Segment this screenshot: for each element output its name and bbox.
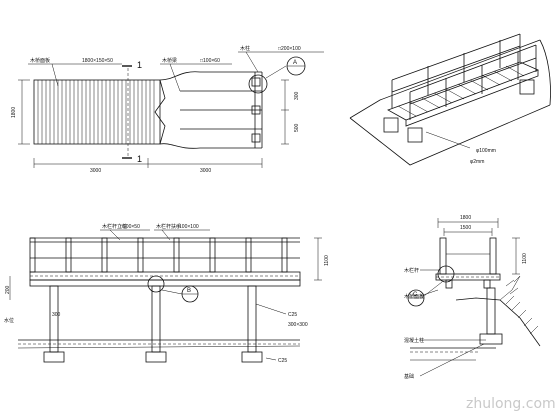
section-dim-inner: 1500 (460, 225, 471, 231)
iso-bank-top (349, 39, 541, 119)
elev-label-post-size: □100×50 (120, 224, 140, 230)
section-right-post (489, 237, 497, 275)
section-hatch (505, 275, 539, 335)
elev-dim-height: 1100 (324, 255, 330, 266)
elev-label-pier: C25 (288, 312, 297, 318)
elev-label-pier-size: 300×300 (288, 322, 308, 328)
iso-bank-bottom (349, 104, 551, 166)
isometric-view: φ100mm φ2mm (349, 33, 551, 166)
section-mark-bottom: 1 (137, 154, 142, 164)
section-bank-slope (455, 297, 541, 347)
elev-main-beam (29, 279, 301, 287)
section-mark-top: 1 (137, 60, 142, 70)
detail-callout-b-label: B (187, 288, 191, 294)
watermark-text: zhulong.com (466, 396, 556, 412)
section-pier (486, 287, 496, 335)
elev-label-water: 水位 (4, 317, 14, 324)
section-cut-1-1 (122, 65, 132, 159)
iso-back-railing (391, 33, 521, 108)
plan-dim-span-1: 3000 (90, 168, 101, 174)
plan-label-column: 木柱 (240, 45, 250, 52)
elev-label-footing: C25 (278, 358, 287, 364)
iso-note-2: φ2mm (470, 159, 484, 165)
plan-break-line (154, 79, 166, 145)
section-left-post (439, 237, 447, 275)
plan-dim-span-2: 3000 (200, 168, 211, 174)
elev-detail-circle (147, 275, 165, 293)
section-label-3: 混凝土柱 (404, 337, 424, 344)
elev-dim-pier: 300 (52, 312, 61, 318)
detail-callout-a-label: A (293, 60, 297, 66)
plan-label-bridge-beam: 木桥梁 (162, 57, 177, 64)
section-label-1: 木栏杆 (404, 267, 419, 274)
plan-label-bridge-beam-size: □100×60 (200, 58, 220, 64)
section-view: 1800 1500 (404, 215, 541, 380)
section-dim-total: 1800 (460, 215, 471, 221)
section-detail-circle (437, 265, 455, 283)
elevation-view: B 木栏杆立柱 □100×50 木栏杆扶手 □100×100 C25 300×3… (4, 223, 330, 364)
plan-dimensions: 1800 3000 3000 300 500 (11, 79, 300, 174)
section-label-4: 基础 (404, 373, 414, 380)
plan-dim-rail-2: 500 (294, 123, 300, 132)
plan-label-deck-board-size: 1800×150×50 (82, 58, 113, 64)
plan-deck-outline (33, 79, 161, 145)
iso-deck-planks (397, 65, 525, 117)
section-dim-height: 1100 (522, 253, 528, 264)
plan-planks (37, 80, 155, 144)
plan-label-deck-board: 木桥面板 (30, 57, 50, 64)
plan-label-column-size: □200×100 (278, 46, 301, 52)
iso-note-1: φ100mm (476, 148, 496, 154)
section-footing (479, 333, 503, 345)
iso-front-railing (409, 44, 537, 120)
elev-piers (49, 285, 257, 353)
elev-railing-posts (29, 237, 288, 273)
plan-railing-frame (159, 71, 263, 149)
elev-dim-beam: 200 (5, 285, 11, 294)
elev-label-rail-size: □100×100 (176, 224, 199, 230)
elev-footings (43, 351, 263, 363)
elev-label-post: 木栏杆立柱 (102, 223, 127, 230)
iso-deck (387, 61, 540, 121)
plan-dim-rail-1: 300 (294, 91, 300, 100)
elev-label-rail: 木栏杆扶手 (156, 223, 181, 230)
iso-foundations (383, 79, 535, 143)
plan-detail-circle (248, 74, 268, 94)
plan-dim-width: 1800 (11, 107, 17, 118)
plan-view: 1 1 木桥面板 1800×150×50 木桥梁 □100×60 木柱 □200… (11, 45, 324, 174)
section-label-2: 木桥面板 (404, 293, 424, 300)
detail-callout-c-label: C (413, 292, 418, 298)
